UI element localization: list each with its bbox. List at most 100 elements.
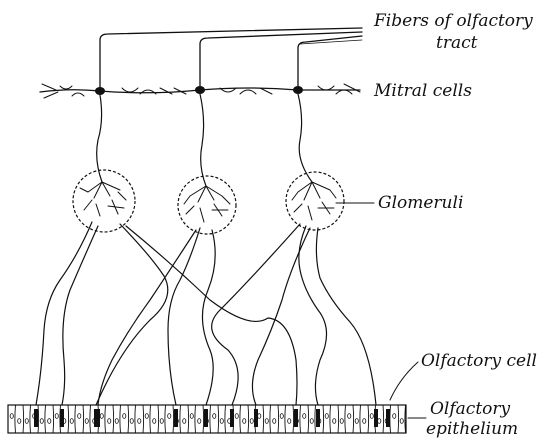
epithelial-cell-wall (113, 405, 114, 433)
epithelial-cell-wall (383, 405, 384, 433)
epithelial-cell-wall (210, 405, 211, 433)
epithelial-cell-wall (293, 405, 294, 433)
epithelial-cell-nucleus (340, 419, 343, 424)
mitral-dendrites (97, 94, 312, 186)
olfactory-receptor-cell (316, 409, 320, 427)
glomerulus-2 (178, 176, 236, 234)
epithelial-cell-nucleus (348, 414, 351, 419)
epithelial-cell-nucleus (333, 419, 336, 424)
epithelial-cell-nucleus (100, 414, 103, 419)
epithelial-cell-nucleus (258, 414, 261, 419)
epithelial-cell-wall (285, 405, 286, 433)
epithelial-cell-wall (75, 405, 76, 433)
epithelial-cell-wall (53, 405, 54, 433)
epithelial-cell-nucleus (78, 414, 81, 419)
epithelial-cell-nucleus (183, 419, 186, 424)
epithelial-cell-nucleus (370, 414, 373, 419)
olfactory-receptor-cell (60, 409, 64, 427)
label-fibers-of-olfactory-tract-line2: tract (436, 33, 478, 53)
olfactory-receptor-cell (294, 409, 298, 427)
epithelial-cell-nucleus (160, 419, 163, 424)
epithelial-cell-nucleus (48, 419, 51, 424)
epithelial-cell-wall (360, 405, 361, 433)
epithelial-cell-nucleus (10, 414, 13, 419)
epithelial-cell-wall (38, 405, 39, 433)
epithelial-cell-wall (218, 405, 219, 433)
epithelial-cell-wall (15, 405, 16, 433)
epithelial-cell-nucleus (235, 414, 238, 419)
epithelial-cell-wall (353, 405, 354, 433)
epithelial-cell-wall (90, 405, 91, 433)
epithelial-cell-nucleus (70, 419, 73, 424)
label-glomeruli: Glomeruli (378, 193, 463, 213)
epithelial-cell-wall (68, 405, 69, 433)
epithelial-cell-wall (180, 405, 181, 433)
epithelial-cell-nucleus (55, 414, 58, 419)
epithelial-cell-nucleus (153, 419, 156, 424)
epithelial-cell-wall (240, 405, 241, 433)
epithelial-cell-wall (278, 405, 279, 433)
epithelial-cell-wall (248, 405, 249, 433)
epithelial-cell-wall (330, 405, 331, 433)
epithelial-cell-nucleus (265, 419, 268, 424)
epithelial-cell-nucleus (190, 414, 193, 419)
epithelial-cell-nucleus (220, 419, 223, 424)
epithelial-cell-nucleus (115, 419, 118, 424)
epithelial-cell-wall (173, 405, 174, 433)
epithelial-cell-nucleus (355, 419, 358, 424)
epithelial-cell-nucleus (310, 419, 313, 424)
epithelial-cell-nucleus (18, 419, 21, 424)
epithelial-cell-nucleus (138, 419, 141, 424)
epithelial-cell-nucleus (250, 419, 253, 424)
epithelial-cell-nucleus (243, 419, 246, 424)
epithelial-cell-nucleus (393, 414, 396, 419)
epithelial-cell-wall (105, 405, 106, 433)
epithelial-cell-nucleus (378, 419, 381, 424)
epithelial-cell-nucleus (213, 414, 216, 419)
epithelial-cell-nucleus (325, 414, 328, 419)
epithelial-cell-wall (270, 405, 271, 433)
epithelial-cell-nucleus (288, 419, 291, 424)
label-fibers-of-olfactory-tract: Fibers of olfactory (373, 11, 533, 31)
epithelial-cell-wall (120, 405, 121, 433)
olfactory-tract-fibers (100, 28, 362, 88)
epithelial-cell-nucleus (130, 419, 133, 424)
epithelial-cell-nucleus (85, 419, 88, 424)
olfactory-receptor-cell (386, 409, 390, 427)
epithelial-cell-nucleus (363, 419, 366, 424)
glomerulus-3 (286, 172, 344, 230)
label-olfactory-epithelium-line2: epithelium (426, 419, 518, 439)
epithelial-cell-wall (338, 405, 339, 433)
epithelial-cell-nucleus (123, 414, 126, 419)
epithelial-cell-wall (128, 405, 129, 433)
olfactory-receptor-cell (374, 409, 378, 427)
epithelial-cell-wall (188, 405, 189, 433)
epithelial-cell-wall (345, 405, 346, 433)
epithelial-cell-wall (143, 405, 144, 433)
glomeruli (73, 170, 344, 234)
label-mitral-cells: Mitral cells (373, 81, 472, 101)
epithelial-cell-nucleus (40, 419, 43, 424)
epithelial-cell-wall (300, 405, 301, 433)
epithelial-cell-wall (158, 405, 159, 433)
epithelial-cell-wall (195, 405, 196, 433)
olfactory-receptor-cell (230, 409, 234, 427)
mitral-cell-2 (195, 86, 205, 94)
epithelial-cell-wall (45, 405, 46, 433)
epithelial-cell-wall (368, 405, 369, 433)
label-olfactory-cell: Olfactory cell (421, 351, 537, 371)
epithelial-cell-nucleus (198, 419, 201, 424)
olfactory-receptor-cell (96, 409, 100, 427)
olfactory-receptor-cell (34, 409, 38, 427)
epithelial-cell-wall (30, 405, 31, 433)
epithelial-cell-wall (150, 405, 151, 433)
epithelial-cell-nucleus (145, 414, 148, 419)
olfactory-receptor-cell (204, 409, 208, 427)
glomerulus-1 (73, 170, 135, 232)
olfactory-epithelium (8, 405, 406, 433)
olfactory-receptor-cell (174, 409, 178, 427)
epithelial-cell-nucleus (303, 414, 306, 419)
epithelial-cell-nucleus (400, 419, 403, 424)
epithelial-cell-nucleus (273, 419, 276, 424)
